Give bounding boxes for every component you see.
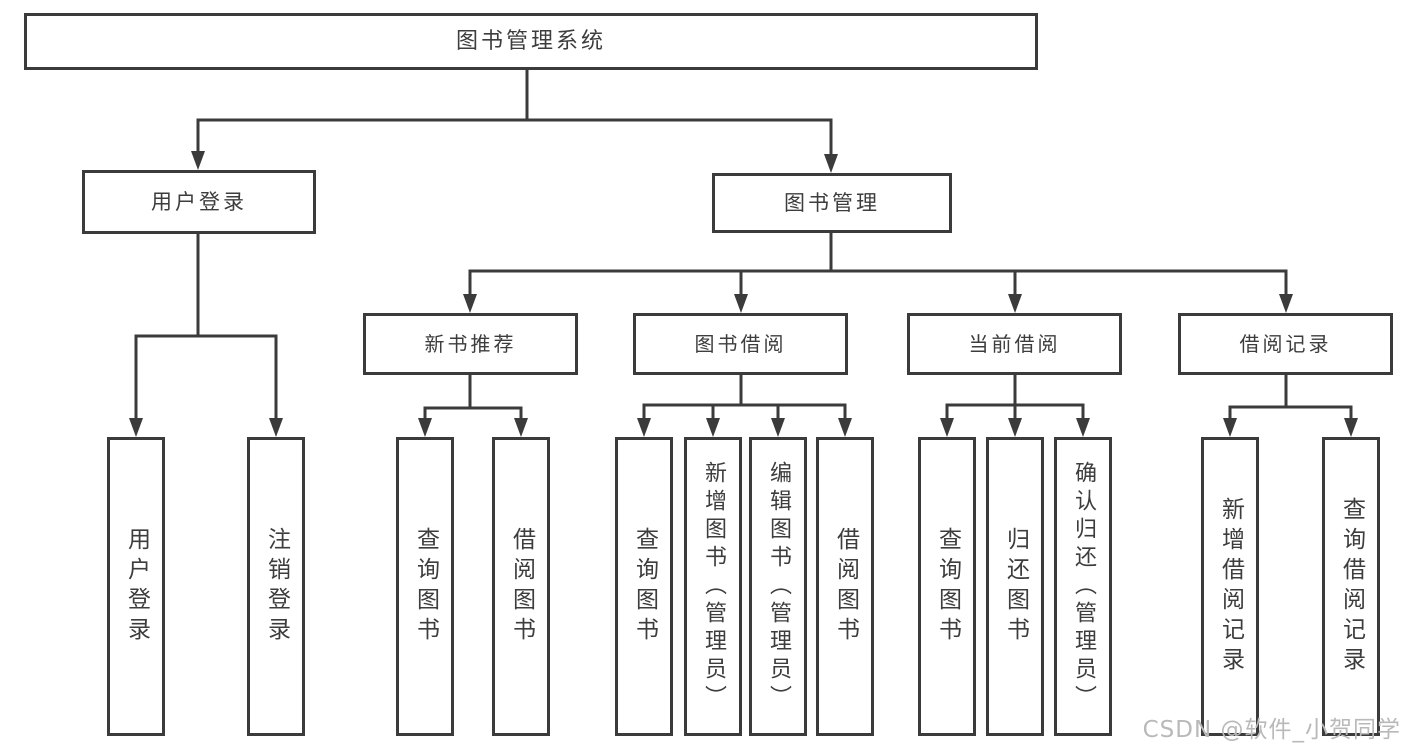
node-book-management: 图书管理 [712, 173, 952, 233]
leaf-borrow-books-recommend: 借阅图书 [492, 437, 550, 736]
leaf-add-books-admin: 新增图书（管理员） [684, 437, 742, 736]
leaf-return-books: 归还图书 [986, 437, 1044, 736]
leaf-login-user: 用户登录 [107, 437, 165, 736]
leaf-borrow-books-borrowing: 借阅图书 [816, 437, 874, 736]
leaf-logout-user: 注销登录 [247, 437, 305, 736]
node-new-book-recommend: 新书推荐 [363, 313, 578, 375]
node-borrowing-records: 借阅记录 [1178, 313, 1393, 375]
node-user-login: 用户登录 [82, 170, 316, 234]
leaf-query-books-current: 查询图书 [918, 437, 976, 736]
leaf-query-books-borrowing: 查询图书 [615, 437, 673, 736]
leaf-edit-books-admin: 编辑图书（管理员） [749, 437, 807, 736]
node-root-system: 图书管理系统 [24, 13, 1038, 70]
leaf-confirm-return-admin: 确认归还（管理员） [1054, 437, 1112, 736]
leaf-add-borrow-record: 新增借阅记录 [1201, 437, 1259, 736]
leaf-query-books-recommend: 查询图书 [396, 437, 454, 736]
csdn-watermark: CSDN @软件_小贺同学 [1142, 717, 1401, 743]
node-current-borrowing: 当前借阅 [907, 313, 1122, 375]
node-book-borrowing: 图书借阅 [633, 313, 848, 375]
leaf-query-borrow-record: 查询借阅记录 [1322, 437, 1380, 736]
